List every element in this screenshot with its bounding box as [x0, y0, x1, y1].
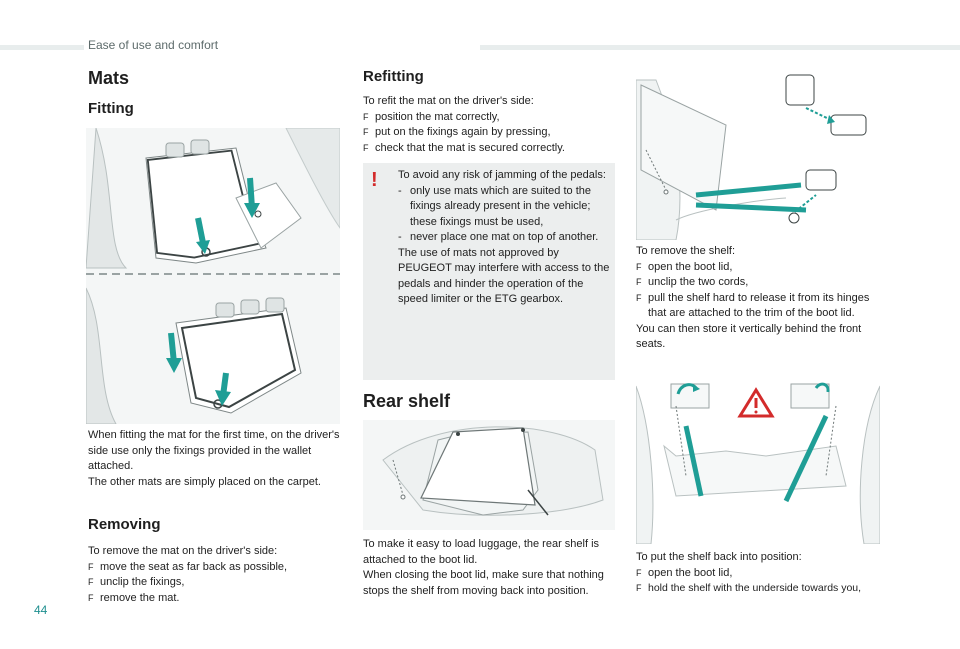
shelf-storage-illustration — [636, 376, 880, 544]
shelf-removal-illustration — [636, 70, 880, 240]
step-bullet-icon: F — [363, 111, 369, 122]
rear-shelf-title: Rear shelf — [363, 391, 451, 411]
header-rule-left — [0, 45, 84, 50]
step-bullet-icon: F — [363, 127, 369, 137]
refitting-steps: To refit the mat on the driver's side: F… — [363, 94, 615, 156]
step-bullet-icon: F — [88, 561, 94, 572]
fitting-title: Fitting — [88, 100, 134, 117]
page-number: 44 — [34, 603, 48, 617]
fitting-text: When fitting the mat for the first time,… — [88, 428, 340, 490]
rear-shelf-text-2: When closing the boot lid, make sure tha… — [363, 569, 604, 597]
replace-intro: To put the shelf back into position: — [636, 551, 802, 563]
dash-icon: - — [398, 231, 402, 243]
step-bullet-icon: F — [636, 567, 642, 578]
removing-intro: To remove the mat on the driver's side: — [88, 545, 278, 557]
step-bullet-icon: F — [636, 583, 642, 593]
refitting-title: Refitting — [363, 68, 424, 85]
mats-title: Mats — [88, 68, 130, 88]
step-bullet-icon: F — [88, 577, 94, 587]
warning-item: -only use mats which are suited to the f… — [398, 184, 591, 228]
removing-title: Removing — [88, 516, 161, 533]
rear-shelf-illustration — [363, 420, 615, 530]
header-rule-right — [480, 45, 960, 50]
warning-item: -never place one mat on top of another. — [398, 230, 610, 246]
refitting-intro: To refit the mat on the driver's side: — [363, 95, 534, 107]
fitting-text-1: When fitting the mat for the first time,… — [88, 429, 340, 472]
remove-intro: To remove the shelf: — [636, 245, 736, 257]
step-bullet-icon: F — [88, 592, 94, 603]
step-bullet-icon: F — [636, 261, 642, 272]
step-bullet-icon: F — [636, 277, 642, 287]
warning-intro: To avoid any risk of jamming of the peda… — [398, 169, 606, 181]
rear-shelf-text: To make it easy to load luggage, the rea… — [363, 537, 615, 599]
warning-box: ! To avoid any risk of jamming of the pe… — [363, 163, 615, 380]
removing-steps: To remove the mat on the driver's side: … — [88, 544, 340, 606]
remove-note: You can then store it vertically behind … — [636, 322, 862, 351]
dash-icon: - — [398, 184, 402, 197]
warning-text: To avoid any risk of jamming of the peda… — [398, 168, 610, 308]
warning-exclamation-icon: ! — [371, 169, 378, 191]
fitting-text-2: The other mats are simply placed on the … — [88, 475, 321, 488]
rear-shelf-text-1: To make it easy to load luggage, the rea… — [363, 538, 600, 566]
step-bullet-icon: F — [636, 292, 642, 303]
warning-note: The use of mats not approved by PEUGEOT … — [398, 246, 610, 306]
mat-fitting-illustration — [86, 128, 340, 424]
step-bullet-icon: F — [363, 142, 369, 153]
section-header: Ease of use and comfort — [88, 38, 219, 52]
